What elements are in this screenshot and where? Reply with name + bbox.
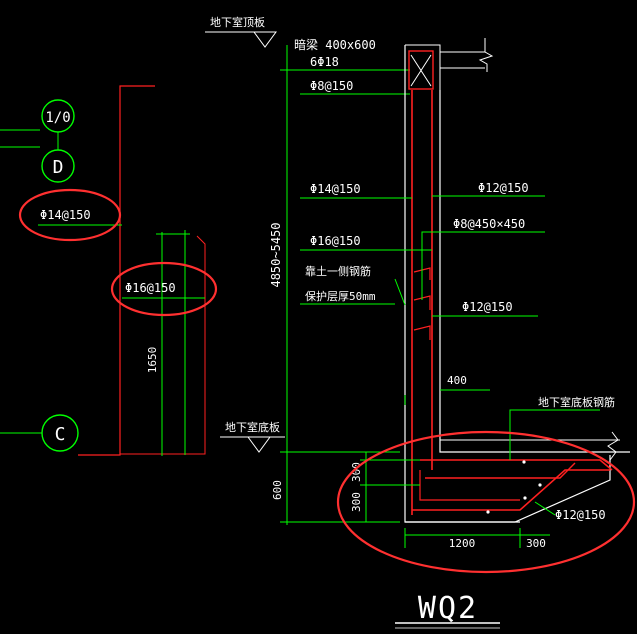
top-slab-break (478, 38, 494, 72)
axis-bubble-d (41, 149, 75, 183)
dim-wall-height-label: 4850~5450 (269, 222, 283, 287)
section-title: WQ2 (395, 591, 500, 629)
hidden-beam-annotation: 暗梁 400x600 6Φ18 Φ8@150 (294, 37, 410, 95)
dim-1200-label: 1200 (449, 537, 476, 550)
wall-height-dimension: 4850~5450 600 (269, 45, 410, 525)
axis-label-c: C (55, 424, 66, 445)
top-slab-level-triangle (253, 31, 277, 48)
wall-section (404, 38, 630, 523)
foot-phi12-label: Φ12@150 (555, 508, 606, 522)
left-phi14-label: Φ14@150 (40, 208, 91, 222)
axis-label-1-0: 1/0 (45, 110, 70, 126)
bottom-slab-break (607, 431, 619, 461)
bottom-slab-level-triangle (247, 436, 271, 453)
axis-bubble-c (41, 414, 79, 452)
wall-phi16-label: Φ16@150 (310, 234, 361, 248)
dim-400-label: 400 (447, 374, 467, 387)
foundation-rebar-bottom (412, 469, 610, 511)
dim-1650-label: 1650 (146, 347, 159, 374)
wall-rebar-callouts: Φ14@150 Φ16@150 Φ12@150 Φ8@450×450 靠土一侧钢… (300, 181, 615, 460)
tie-phi8-leader (421, 231, 545, 300)
tie-phi8-label: Φ8@450×450 (453, 217, 525, 231)
beam-stirrup-label: Φ8@150 (310, 79, 353, 93)
bottom-slab-level-label: 地下室底板 (225, 420, 280, 434)
bottom-slab-rebar-leader (509, 409, 600, 460)
hidden-beam-box (408, 50, 434, 90)
dim-300b-label: 300 (350, 492, 363, 512)
left-column-red-outline (78, 85, 155, 456)
foundation-dimensions: 300 300 1200 300 Φ12@150 (336, 430, 636, 574)
slab-top-outline (405, 44, 485, 90)
foundation-rebar-top (420, 459, 613, 471)
axis-markers: 1/0 D C (0, 99, 79, 452)
dim-300c-label: 300 (526, 537, 546, 550)
foundation-rebar-hook (419, 470, 520, 501)
wall-phi14-label: Φ14@150 (310, 182, 361, 196)
bottom-slab-rebar-label: 地下室底板钢筋 (538, 395, 615, 409)
highlight-ellipse-left-phi16 (110, 261, 218, 317)
foot-phi12-leader (534, 501, 556, 516)
rebar-dot-3 (486, 510, 490, 514)
highlight-ellipse-left-phi14 (18, 188, 122, 242)
rebar-dot-2 (538, 483, 542, 487)
left-phi16-label: Φ16@150 (125, 281, 176, 295)
tie-bar-1 (413, 267, 431, 280)
rebar-dot-1 (523, 496, 527, 500)
beam-name-label: 暗梁 400x600 (294, 37, 376, 52)
wall-inner-outline (439, 90, 630, 453)
right-phi12-top-label: Φ12@150 (478, 181, 529, 195)
hidden-beam-x-2 (410, 54, 432, 87)
section-title-label: WQ2 (418, 591, 478, 626)
rebar-dot-4 (522, 460, 526, 464)
right-phi12-mid-label: Φ12@150 (462, 300, 513, 314)
dim-600-label: 600 (271, 480, 284, 500)
tie-bar-2 (413, 295, 431, 310)
foundation-rebar-mid (425, 462, 576, 479)
highlight-ellipse-foundation (336, 430, 636, 574)
beam-bars-label: 6Φ18 (310, 55, 339, 69)
cover-label: 保护层厚50mm (305, 289, 376, 303)
left-rebar-callouts: Φ14@150 Φ16@150 1650 (18, 188, 218, 374)
tie-bar-3 (413, 325, 431, 340)
wall-outer-outline (404, 45, 611, 523)
axis-label-d: D (53, 157, 64, 178)
earth-side-leader (394, 278, 406, 306)
left-column-outline (78, 85, 206, 456)
top-slab-level-label: 地下室顶板 (210, 15, 265, 29)
level-markers: 地下室顶板 地下室底板 (205, 15, 285, 453)
dim-300a-label: 300 (350, 462, 363, 482)
earth-side-rebar-label: 靠土一侧钢筋 (305, 264, 371, 278)
